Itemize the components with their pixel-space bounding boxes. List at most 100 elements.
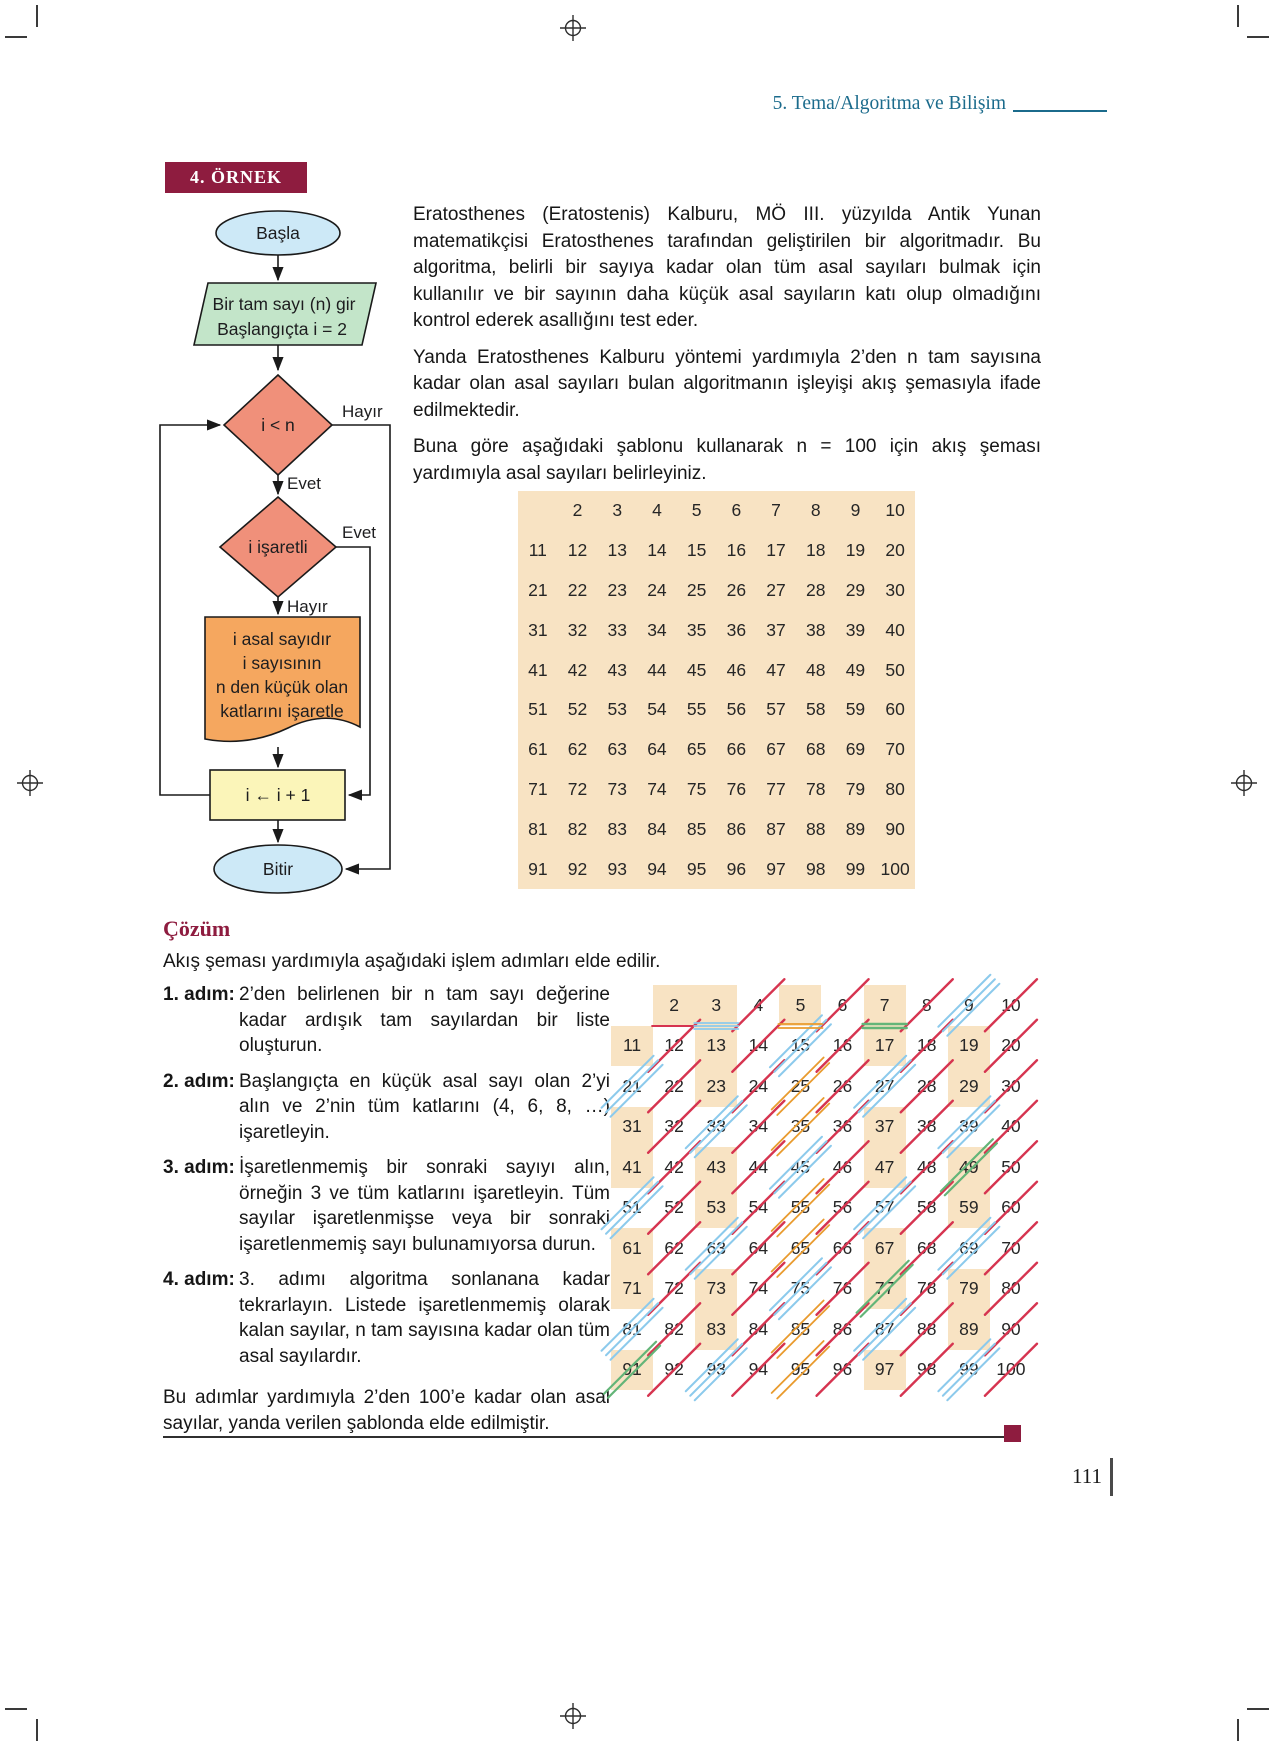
marked-grid-cell: 18 [917,1035,937,1056]
marked-grid-cell: 41 [611,1147,654,1188]
marked-grid-cell: 45 [790,1156,811,1177]
grid-cell: 62 [567,739,588,760]
grid-cell: 65 [686,739,707,760]
start-node [215,210,341,256]
grid-cell: 89 [845,818,866,839]
marked-grid-cell: 82 [664,1318,684,1339]
marked-grid-cell: 58 [917,1197,937,1218]
decision2-node [218,495,338,599]
marked-grid-cell: 5 [779,985,822,1026]
intro-paragraph-2: Yanda Eratosthenes Kalburu yöntemi yardı… [413,346,1041,421]
marked-grid-cell: 75 [790,1278,811,1299]
no-edge-label: Hayır [287,597,328,616]
marked-grid-cell: 36 [832,1116,853,1137]
marked-grid-cell: 21 [622,1075,642,1096]
grid-cell: 18 [806,540,826,561]
marked-grid-cell: 64 [748,1237,769,1258]
grid-cell: 83 [607,818,627,839]
flowchart-diagram: Başla Bir tam sayı (n) gir Başlangıçta i… [159,210,391,894]
marked-grid-cell: 33 [706,1116,726,1137]
marked-grid-cell: 62 [664,1237,684,1258]
marked-grid-cell: 70 [1001,1237,1021,1258]
marked-grid-cell: 57 [874,1197,895,1218]
marked-grid-cell: 94 [748,1359,769,1380]
closing-paragraph: Bu adımlar yardımıyla 2’den 100’e kadar … [163,1387,610,1434]
grid-cell: 10 [885,500,905,521]
grid-cell: 93 [607,858,627,879]
grid-cell: 60 [885,699,905,720]
marked-grid-cell: 16 [832,1035,853,1056]
assign-label: i ← i + 1 [246,785,311,805]
marked-grid-cell: 87 [874,1318,895,1339]
grid-cell: 15 [686,540,707,561]
registration-mark-icon [560,15,586,41]
trim-mark [1237,5,1239,27]
grid-cell: 41 [528,659,548,680]
marked-grid-cell: 99 [959,1359,979,1380]
marked-grid-cell: 20 [1001,1035,1021,1056]
grid-cell: 98 [806,858,826,879]
grid-cell: 78 [806,778,826,799]
marked-grid-cell: 19 [947,1025,990,1066]
chapter-header: 5. Tema/Algoritma ve Bilişim [772,93,1006,114]
document-line: i sayısının [243,653,322,673]
grid-cell: 48 [806,659,826,680]
no-edge-label: Hayır [342,402,383,421]
marked-grid-cell: 79 [947,1268,990,1309]
marked-grid-cell: 86 [832,1318,853,1339]
grid-cell: 12 [567,540,588,561]
marked-grid-cell: 65 [790,1237,811,1258]
grid-cell: 70 [885,739,905,760]
grid-cell: 24 [647,579,667,600]
grid-cell: 17 [766,540,786,561]
intro-paragraph-1: Eratosthenes (Eratostenis) Kalburu, MÖ I… [413,204,1041,331]
grid-cell: 19 [845,540,866,561]
grid-cell: 23 [607,579,627,600]
marked-grid-cell: 2 [653,985,696,1026]
marked-grid-cell: 88 [917,1318,937,1339]
intro-text: Eratosthenes (Eratostenis) Kalburu, MÖ I… [413,202,1041,497]
grid-cell: 57 [766,699,786,720]
yes-edge-label: Evet [342,523,376,542]
marked-grid-cell: 28 [917,1075,937,1096]
marked-grid-cell [611,985,653,1026]
marked-grid-cell: 25 [790,1075,811,1096]
grid-cell: 82 [567,818,588,839]
input-node [192,282,378,346]
marked-grid-cell: 55 [790,1197,811,1218]
grid-cell: 96 [726,858,747,879]
input-label-2: Başlangıçta i = 2 [217,319,347,339]
marked-grid-cell: 74 [748,1278,769,1299]
marked-grid-cell: 8 [921,994,932,1015]
example-badge: 4. ÖRNEK [165,162,307,193]
marked-grid-cell: 12 [664,1035,684,1056]
marked-grid-cell: 98 [917,1359,937,1380]
marked-grid-cell: 51 [622,1197,642,1218]
page-number-bar [1110,1458,1113,1496]
grid-cell: 3 [612,500,623,521]
grid-cell: 69 [845,739,866,760]
solution-step: 3. adım: İşaretlenmemiş bir sonraki sayı… [163,1155,610,1257]
marked-grid-cell: 4 [753,994,764,1015]
trim-mark [36,1719,38,1741]
grid-cell: 22 [567,579,588,600]
marked-grid-cell: 6 [837,994,848,1015]
registration-mark-icon [560,1703,586,1729]
document-line: katlarını işaretle [220,701,344,721]
grid-cell: 77 [766,778,786,799]
grid-cell: 44 [647,659,667,680]
grid-cell: 47 [766,659,786,680]
marked-grid-cell: 40 [1001,1116,1021,1137]
marked-grid-cell: 84 [748,1318,769,1339]
marked-grid-cell: 47 [863,1147,906,1188]
marked-grid-cell: 15 [790,1035,811,1056]
grid-cell: 21 [528,579,548,600]
marked-grid-cell: 35 [790,1116,811,1137]
grid-cell: 39 [845,619,866,640]
grid-cell: 63 [607,739,627,760]
grid-cell: 75 [686,778,707,799]
grid-cell: 99 [845,858,866,879]
grid-cell: 7 [771,500,781,521]
